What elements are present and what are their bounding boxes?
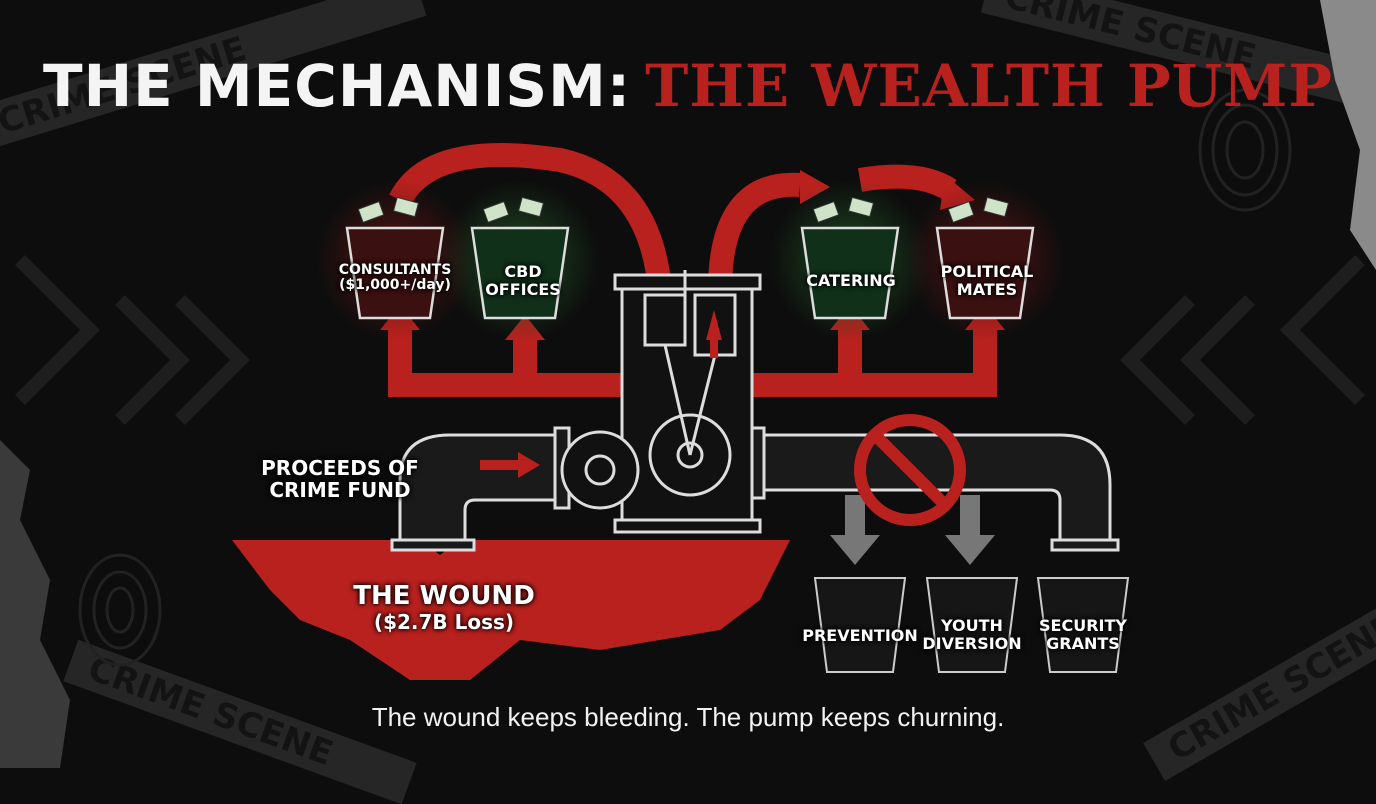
wound-shape <box>232 540 790 680</box>
fingerprint-icon <box>78 88 1292 667</box>
page-title: THE MECHANISM:THE WEALTH PUMP <box>0 52 1376 120</box>
title-part-1: THE MECHANISM: <box>43 52 632 120</box>
diagram-graphics <box>0 0 1376 768</box>
caption: The wound keeps bleeding. The pump keeps… <box>371 702 1005 732</box>
blocked-flow-arrows <box>830 495 995 565</box>
tribal-pattern <box>15 255 1365 425</box>
bottom-buckets <box>813 577 1130 673</box>
torn-paper-left <box>0 440 70 768</box>
title-part-2: THE WEALTH PUMP <box>645 52 1333 120</box>
bucket-label-prevention: PREVENTION <box>802 626 918 645</box>
bucket-label-catering: CATERING <box>806 271 896 290</box>
torn-paper-right <box>1320 0 1376 270</box>
prohibited-icon <box>854 414 966 526</box>
top-buckets <box>315 180 1065 340</box>
bucket-label-consultants: CONSULTANTS($1,000+/day) <box>338 262 452 294</box>
pump-machine <box>560 270 762 534</box>
wound-label: THE WOUND($2.7B Loss) <box>353 581 535 634</box>
